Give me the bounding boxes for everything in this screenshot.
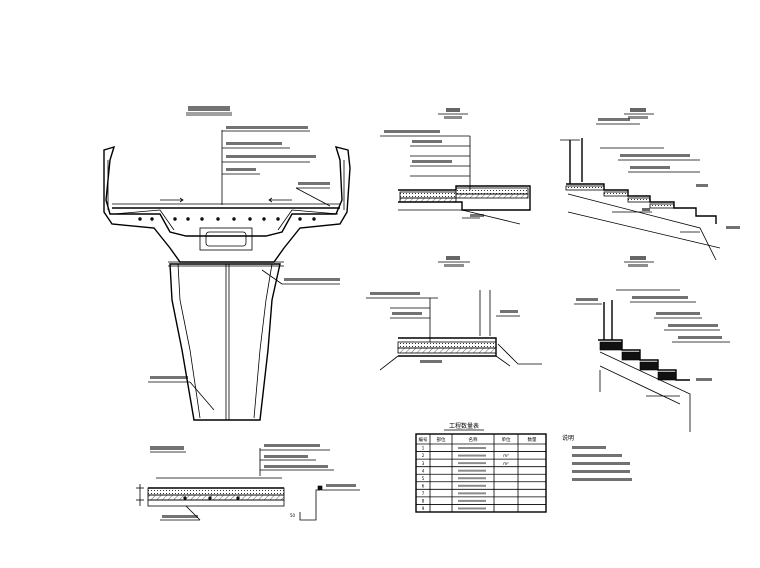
main-cross-section bbox=[103, 106, 351, 421]
table-name-placeholder bbox=[458, 454, 486, 457]
table-header-cell: 数量 bbox=[528, 436, 537, 443]
table-grid bbox=[416, 434, 546, 512]
section-middle bbox=[366, 256, 542, 371]
table-cell: 8 bbox=[422, 499, 425, 504]
table-name-placeholder bbox=[458, 499, 486, 502]
table-cell: m³ bbox=[503, 453, 509, 458]
main-section-title bbox=[186, 106, 232, 116]
table-name-placeholder bbox=[458, 469, 486, 472]
table-cell: 6 bbox=[422, 483, 425, 488]
deck-rebar-marks bbox=[138, 217, 316, 221]
table-header-cell: 编号 bbox=[419, 436, 428, 443]
table-cell: 1 bbox=[422, 446, 425, 451]
bottom-left-detail: 50 bbox=[136, 444, 360, 521]
svg-text:50: 50 bbox=[290, 513, 296, 518]
table-name-placeholder bbox=[458, 447, 486, 450]
table-cell: 4 bbox=[422, 468, 425, 473]
section-middle-right bbox=[574, 256, 730, 432]
table-name-placeholder bbox=[458, 462, 486, 465]
table-header-cell: 名称 bbox=[469, 436, 478, 443]
table-cell: 5 bbox=[422, 476, 425, 481]
table-cell: 9 bbox=[422, 506, 425, 511]
table-title: 工程数量表 bbox=[449, 422, 479, 430]
table-name-placeholder bbox=[458, 477, 486, 480]
notes-title: 说明 bbox=[562, 434, 574, 442]
table-cell: 3 bbox=[422, 461, 425, 466]
table-cell: m² bbox=[503, 461, 509, 466]
section-top-middle bbox=[380, 108, 531, 225]
table-header-cell: 单位 bbox=[502, 436, 511, 443]
table-name-placeholder bbox=[458, 507, 486, 510]
notes-block: 说明 bbox=[562, 434, 632, 481]
table-cell: 7 bbox=[422, 491, 425, 496]
table-name-placeholder bbox=[458, 484, 486, 487]
table-header-cell: 部位 bbox=[437, 436, 446, 443]
table-cell: 2 bbox=[422, 453, 425, 458]
table-name-placeholder bbox=[458, 492, 486, 495]
table-text: 编号 部位 名称 单位 数量 1 2 m³ 3 m² 4 5 6 7 8 9 bbox=[419, 436, 537, 511]
main-section-leaders bbox=[148, 126, 340, 411]
section-top-right bbox=[560, 108, 740, 261]
quantity-table: 工程数量表 编号 部位 名称 单位 数量 1 2 m³ 3 m² 4 5 6 7 8 9 bbox=[415, 422, 547, 513]
